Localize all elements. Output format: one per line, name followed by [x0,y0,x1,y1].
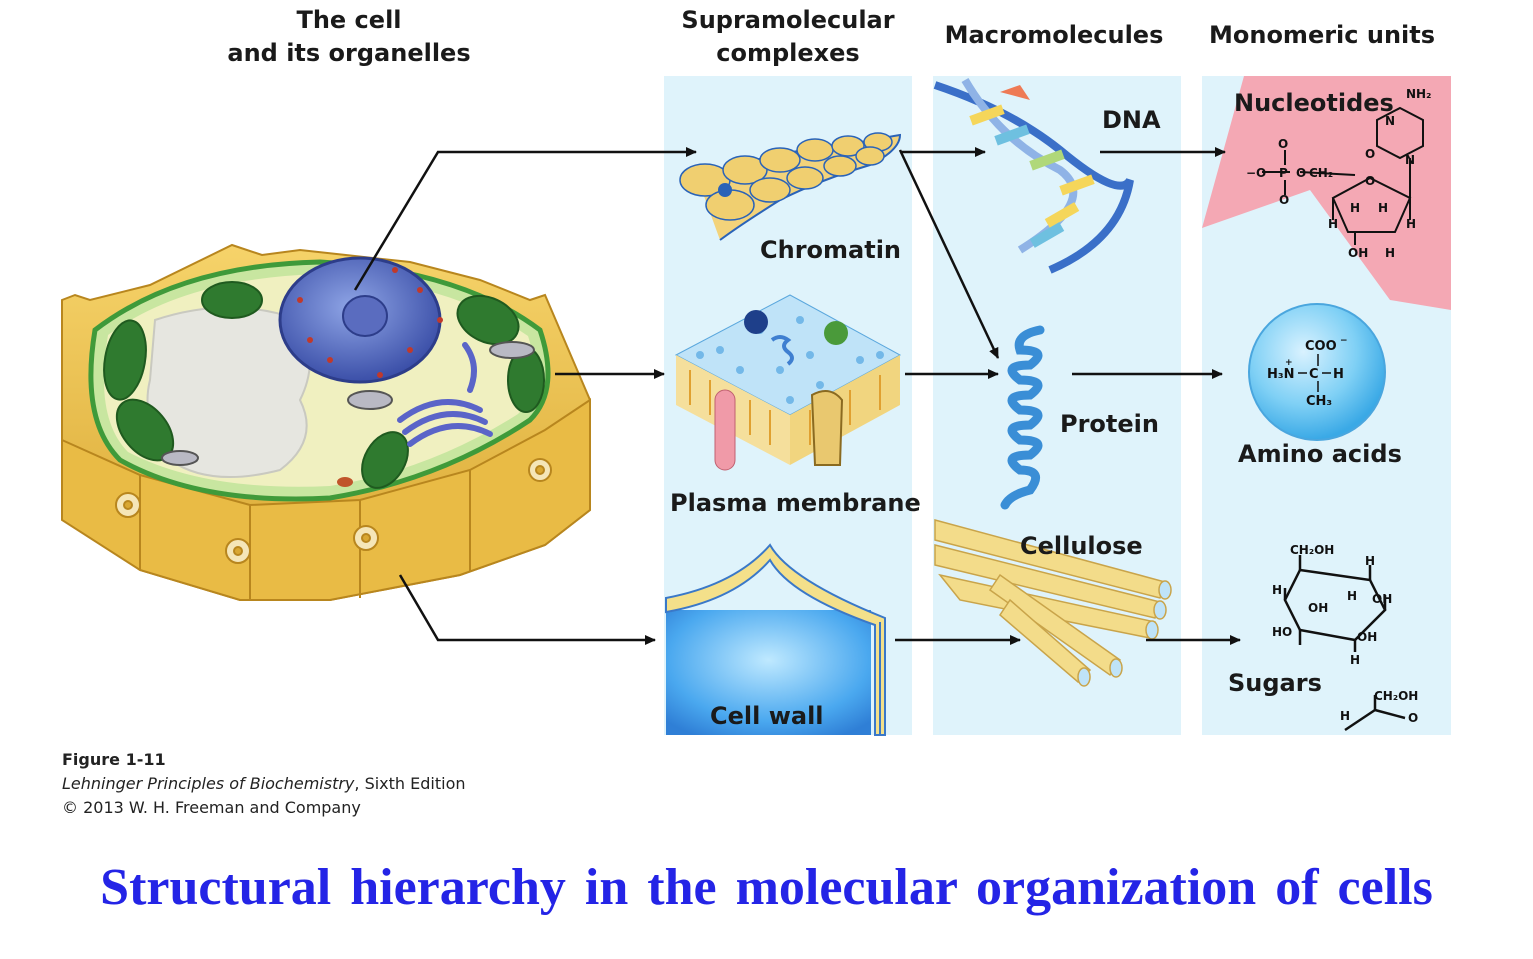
header-cell: The cell and its organelles [218,4,480,70]
svg-text:O: O [1365,174,1375,188]
svg-text:H: H [1333,367,1344,382]
svg-text:OH: OH [1357,630,1377,644]
label-nucleotides: Nucleotides [1234,89,1394,117]
plasma-membrane-illustration [674,294,902,471]
svg-text:O: O [1279,193,1289,207]
svg-text:H: H [1340,709,1350,723]
arrows [353,147,1241,645]
protein-illustration [1000,325,1045,510]
amino-acid-illustration: COO− H₃N+ C H CH₃ [1248,303,1386,441]
slide-title: Structural hierarchy in the molecular or… [100,859,1433,916]
svg-text:H: H [1350,653,1360,667]
svg-text:−: − [1340,336,1348,346]
svg-text:O: O [1296,166,1306,180]
svg-text:CH₂: CH₂ [1309,166,1333,180]
book-line: Lehninger Principles of Biochemistry, Si… [62,772,466,796]
header-monomeric-units: Monomeric units [1208,21,1436,49]
chromatin-illustration [679,132,902,241]
svg-text:N: N [1405,153,1415,167]
figure-caption: Figure 1-11 Lehninger Principles of Bioc… [62,748,466,820]
label-protein: Protein [1060,410,1159,438]
svg-text:CH₂OH: CH₂OH [1290,543,1334,557]
book-edition: , Sixth Edition [354,774,466,793]
label-cell-wall: Cell wall [710,702,824,730]
svg-text:H: H [1385,246,1395,260]
header-supramolecular: Supramolecular complexes [664,4,912,70]
svg-text:H: H [1347,589,1357,603]
label-chromatin: Chromatin [760,236,902,264]
svg-text:H: H [1378,201,1388,215]
svg-text:HO: HO [1272,625,1292,639]
header-cell-line2: and its organelles [227,39,471,67]
svg-text:OH: OH [1372,592,1392,606]
svg-text:+: + [1285,358,1293,368]
svg-text:P: P [1279,166,1288,180]
header-supra-line2: complexes [716,39,860,67]
svg-text:H: H [1350,201,1360,215]
label-sugars: Sugars [1228,669,1322,697]
svg-text:CH₂OH: CH₂OH [1374,689,1418,703]
cell-wall-illustration [665,543,886,736]
dna-illustration [933,77,1134,274]
svg-text:O: O [1408,711,1418,725]
header-cell-line1: The cell [296,6,402,34]
svg-text:N: N [1385,114,1395,128]
svg-text:CH₃: CH₃ [1306,394,1332,409]
svg-text:H: H [1272,583,1282,597]
cellulose-illustration [934,519,1172,687]
label-dna: DNA [1102,106,1161,134]
svg-text:H₃N: H₃N [1267,367,1294,382]
svg-text:O: O [1365,147,1375,161]
svg-text:COO: COO [1305,339,1337,354]
header-supra-line1: Supramolecular [681,6,895,34]
header-macromolecules: Macromolecules [944,21,1164,49]
nucleotide-highlight [1202,76,1451,310]
svg-text:OH: OH [1308,601,1328,615]
label-amino-acids: Amino acids [1238,440,1402,468]
svg-text:NH₂: NH₂ [1406,87,1431,101]
svg-text:O: O [1278,137,1288,151]
label-plasma-membrane: Plasma membrane [670,489,921,517]
svg-text:OH: OH [1348,246,1368,260]
copyright-line: © 2013 W. H. Freeman and Company [62,798,361,817]
svg-text:H: H [1365,554,1375,568]
nucleotide-structure: NH₂ N N O O −O P O CH₂ O O H H H H OH H [1246,87,1431,260]
svg-text:H: H [1328,217,1338,231]
svg-text:H: H [1406,217,1416,231]
svg-text:C: C [1309,367,1319,382]
figure-number: Figure 1-11 [62,750,166,769]
book-title: Lehninger Principles of Biochemistry [62,774,355,793]
label-cellulose: Cellulose [1020,532,1143,560]
plant-cell-illustration [61,243,591,601]
sugar-structure: CH₂OH H OH H H OH HO H OH CH₂OH H O [1272,543,1418,732]
svg-text:−O: −O [1246,166,1266,180]
